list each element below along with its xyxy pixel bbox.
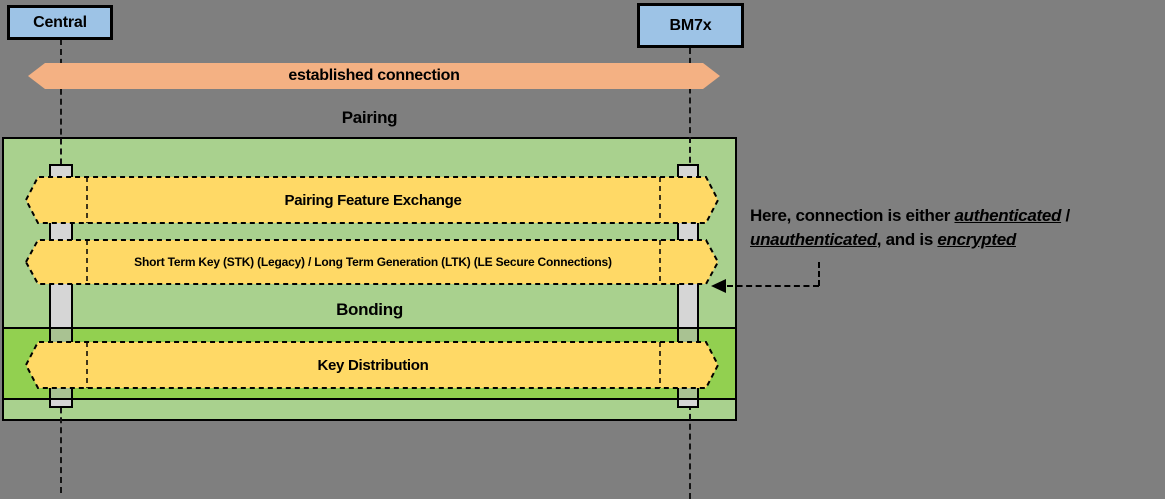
message-arrow-pairing-feature-exchange <box>24 176 720 224</box>
activation-segment <box>679 400 697 406</box>
annotation-mid: , and is <box>876 230 938 249</box>
annotation-authenticated: authenticated <box>954 206 1062 225</box>
bonding-section-label: Bonding <box>336 300 403 319</box>
message-label-stk-ltk: Short Term Key (STK) (Legacy) / Long Ter… <box>134 255 612 269</box>
actor-box-bm7x: BM7x <box>637 3 744 48</box>
message-arrow-key-distribution <box>24 341 720 389</box>
pairing-section-label: Pairing <box>341 108 398 127</box>
annotation-text: Here, connection is either authenticated… <box>750 204 1155 252</box>
message-label-key-distribution: Key Distribution <box>317 356 429 374</box>
connector-dashed-horizontal-line <box>727 285 819 287</box>
annotation-encrypted: encrypted <box>937 230 1016 249</box>
annotation-slash: / <box>1061 206 1071 225</box>
connector-dashed-vertical-line <box>818 262 820 286</box>
message-arrow-stk-ltk <box>24 239 720 285</box>
actor-box-central: Central <box>7 5 113 40</box>
actor-label-central: Central <box>33 13 87 31</box>
message-label-pairing-feature-exchange: Pairing Feature Exchange <box>284 191 462 209</box>
annotation-unauthenticated: unauthenticated <box>750 230 877 249</box>
connector-arrowhead-icon <box>711 279 726 293</box>
established-connection-label: established connection <box>288 67 460 84</box>
activation-segment <box>51 400 71 406</box>
annotation-prefix: Here, connection is either <box>750 206 955 225</box>
established-connection-arrow: established connection <box>28 63 720 89</box>
actor-label-bm7x: BM7x <box>669 16 712 34</box>
